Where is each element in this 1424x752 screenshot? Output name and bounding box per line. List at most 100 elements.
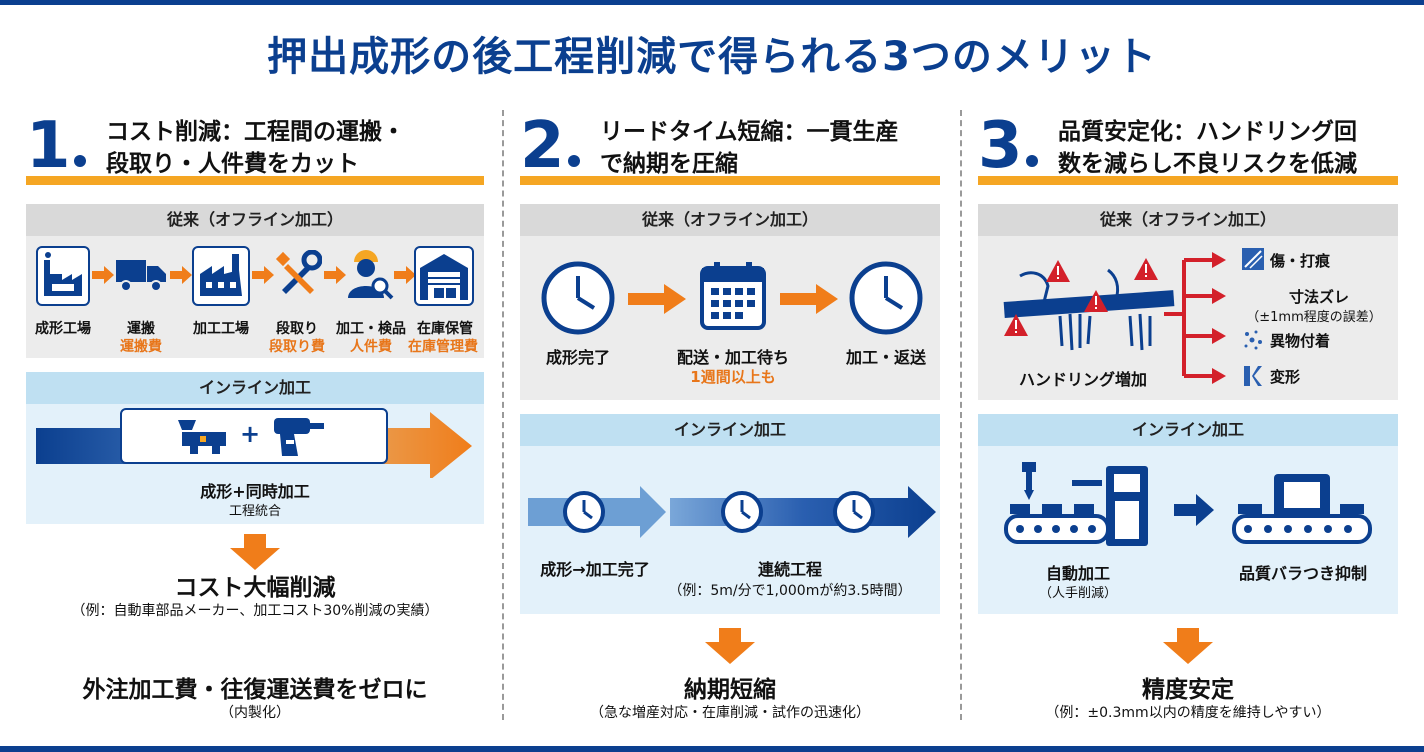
drill-icon [274, 418, 324, 456]
arrow-right-icon [170, 266, 192, 284]
step-label: 加工・検品 [336, 321, 406, 337]
column-divider [502, 110, 504, 720]
tools-icon [275, 250, 322, 294]
cost-label: 段取り費 [269, 339, 325, 355]
merit-number: 2 [520, 114, 580, 178]
calendar-icon [700, 262, 766, 330]
conventional-flow: 成形工場 運搬 運搬費 加工工場 段取り 段取り費 加工・検品 人件費 在庫保管… [26, 236, 484, 358]
factory-icon [192, 246, 250, 306]
merit-title: リードタイム短縮：一貫生産で納期を圧縮 [600, 119, 899, 177]
auto-note: （人手削減） [1038, 586, 1117, 601]
defect-branch-arrows [1164, 252, 1226, 384]
merit-heading: 1 コスト削減：工程間の運搬・段取り・人件費をカット [26, 110, 484, 188]
inspection-machine-icon [1232, 474, 1372, 544]
result-title: 精度安定 [1142, 677, 1234, 703]
conventional-flow: 成形完了 配送・加工待ち 1週間以上も 加工・返送 [520, 236, 940, 400]
inline-step-label: 連続工程 [757, 560, 822, 579]
result-note: （内製化） [220, 705, 290, 721]
inline-step-label: 成形→加工完了 [540, 560, 650, 579]
step-label: 段取り [276, 321, 318, 337]
merit-leadtime-column: 2 リードタイム短縮：一貫生産で納期を圧縮 従来（オフライン加工） 成形完了 配… [520, 110, 940, 721]
quality-label: 品質バラつき抑制 [1238, 564, 1367, 583]
clock-icon [563, 491, 605, 533]
worker-icon [348, 250, 394, 300]
clock-icon [849, 261, 923, 335]
warehouse-icon [414, 246, 474, 306]
down-arrow-icon [705, 628, 755, 664]
inline-header: インライン加工 [520, 414, 940, 446]
column-divider [960, 110, 962, 720]
handling-label: ハンドリング増加 [1018, 370, 1147, 389]
inline-sublabel: 工程統合 [228, 504, 281, 519]
merit-title: 品質安定化：ハンドリング回数を減らし不良リスクを低減 [1058, 119, 1357, 177]
heading-underline [520, 176, 940, 185]
inline-header: インライン加工 [978, 414, 1398, 446]
cost-label: 人件費 [350, 339, 392, 355]
inline-flow: + 成形+同時加工 工程統合 [26, 404, 484, 524]
down-arrow-icon [230, 534, 280, 570]
step-label: 加工工場 [193, 321, 249, 337]
truck-icon [116, 260, 166, 292]
arrow-right-icon [780, 284, 838, 314]
clock-icon [541, 261, 615, 335]
merit-heading: 3 品質安定化：ハンドリング回数を減らし不良リスクを低減 [978, 110, 1398, 188]
clock-icon [833, 491, 875, 533]
cost-label: 在庫管理費 [408, 339, 478, 355]
throughput-note: （例：5m/分で1,000mが約3.5時間） [668, 583, 912, 599]
top-bar [0, 0, 1424, 5]
merit-quality-column: 3 品質安定化：ハンドリング回数を減らし不良リスクを低減 従来（オフライン加工）… [978, 110, 1398, 721]
defect-label: 寸法ズレ [1288, 288, 1349, 306]
defect-label: 傷・打痕 [1270, 252, 1331, 270]
arrow-right-icon [92, 266, 114, 284]
down-arrow-icon [1163, 628, 1213, 664]
result-title: コスト大幅削減 [174, 575, 336, 601]
arrow-right-icon [628, 284, 686, 314]
heading-underline [978, 176, 1398, 185]
bottom-bar [0, 746, 1424, 752]
plus-sign: + [240, 420, 261, 448]
arrow-right-icon [252, 266, 274, 284]
conventional-header: 従来（オフライン加工） [26, 204, 484, 236]
merit-number: 1 [26, 114, 86, 178]
result-note: （例：±0.3mm以内の精度を維持しやすい） [1045, 705, 1331, 721]
defect-label: 異物付着 [1270, 332, 1331, 350]
inline-label: 成形+同時加工 [200, 482, 310, 501]
step-label: 成形工場 [35, 321, 91, 337]
automated-machine-icon [1004, 462, 1148, 546]
inline-machine-box: + [120, 408, 388, 464]
merit-number: 3 [978, 114, 1038, 178]
deformation-icon [1244, 366, 1262, 386]
step-label: 成形完了 [545, 348, 610, 367]
inline-header: インライン加工 [26, 372, 484, 404]
auto-label: 自動加工 [1045, 564, 1110, 583]
inline-flow: 成形→加工完了 連続工程 （例：5m/分で1,000mが約3.5時間） [520, 446, 940, 614]
step-label: 在庫保管 [417, 321, 473, 337]
result-title: 外注加工費・往復運送費をゼロに [82, 677, 428, 703]
step-label: 運搬 [127, 321, 155, 337]
extruder-icon [178, 420, 226, 454]
result-note: （例：自動車部品メーカー、加工コスト30%削減の実績） [71, 603, 439, 619]
foreign-particle-icon [1244, 330, 1262, 350]
conventional-header: 従来（オフライン加工） [978, 204, 1398, 236]
handling-hands-icon [1003, 258, 1175, 351]
merit-title: コスト削減：工程間の運搬・段取り・人件費をカット [106, 119, 405, 177]
inline-flow: 自動加工 （人手削減） 品質バラつき抑制 [978, 446, 1398, 614]
merit-cost-column: 1 コスト削減：工程間の運搬・段取り・人件費をカット 従来（オフライン加工） [26, 110, 484, 721]
step-label: 配送・加工待ち [676, 348, 789, 367]
conventional-flow: ハンドリング増加 傷・打痕 寸法ズレ （±1mm程度の誤差） 異物付着 変形 [978, 236, 1398, 400]
page-title: 押出成形の後工程削減で得られる3つのメリット [267, 34, 1157, 80]
factory-machine-icon [36, 246, 90, 306]
scratch-icon [1242, 248, 1264, 270]
conventional-header: 従来（オフライン加工） [520, 204, 940, 236]
arrow-right-icon [324, 266, 346, 284]
arrow-right-icon [1174, 494, 1214, 526]
result-note: （急な増産対応・在庫削減・試作の迅速化） [590, 705, 870, 721]
wait-note: 1週間以上も [690, 368, 776, 386]
clock-icon [721, 491, 763, 533]
result-title: 納期短縮 [684, 677, 776, 703]
cost-label: 運搬費 [120, 339, 162, 355]
defect-note: （±1mm程度の誤差） [1246, 310, 1382, 325]
heading-underline [26, 176, 484, 185]
arrow-right-icon [394, 266, 416, 284]
merit-heading: 2 リードタイム短縮：一貫生産で納期を圧縮 [520, 110, 940, 188]
